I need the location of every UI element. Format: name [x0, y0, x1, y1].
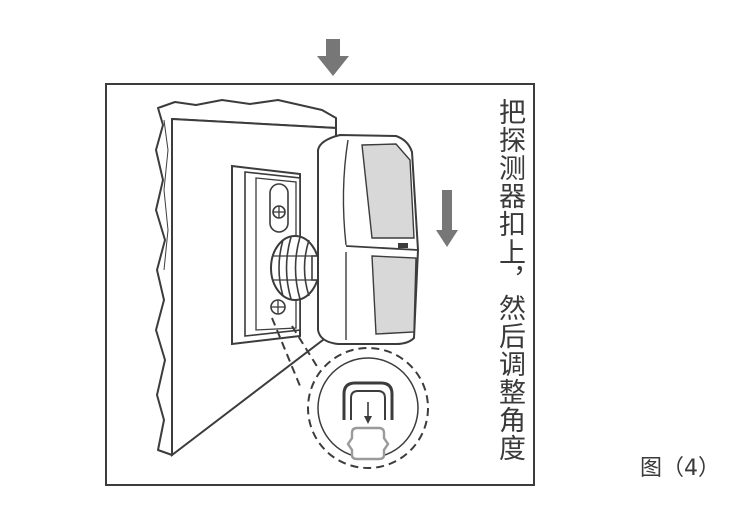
- figure-caption: 图（4）: [640, 456, 720, 481]
- top-down-arrow-icon: [317, 39, 349, 76]
- clip-hint-icon: [342, 381, 394, 461]
- instruction-text: 把探测器扣上，然后调整角度: [494, 98, 525, 462]
- diagram-frame: [105, 83, 535, 486]
- detector-unit: [317, 133, 420, 345]
- side-down-arrow-icon: [436, 190, 458, 247]
